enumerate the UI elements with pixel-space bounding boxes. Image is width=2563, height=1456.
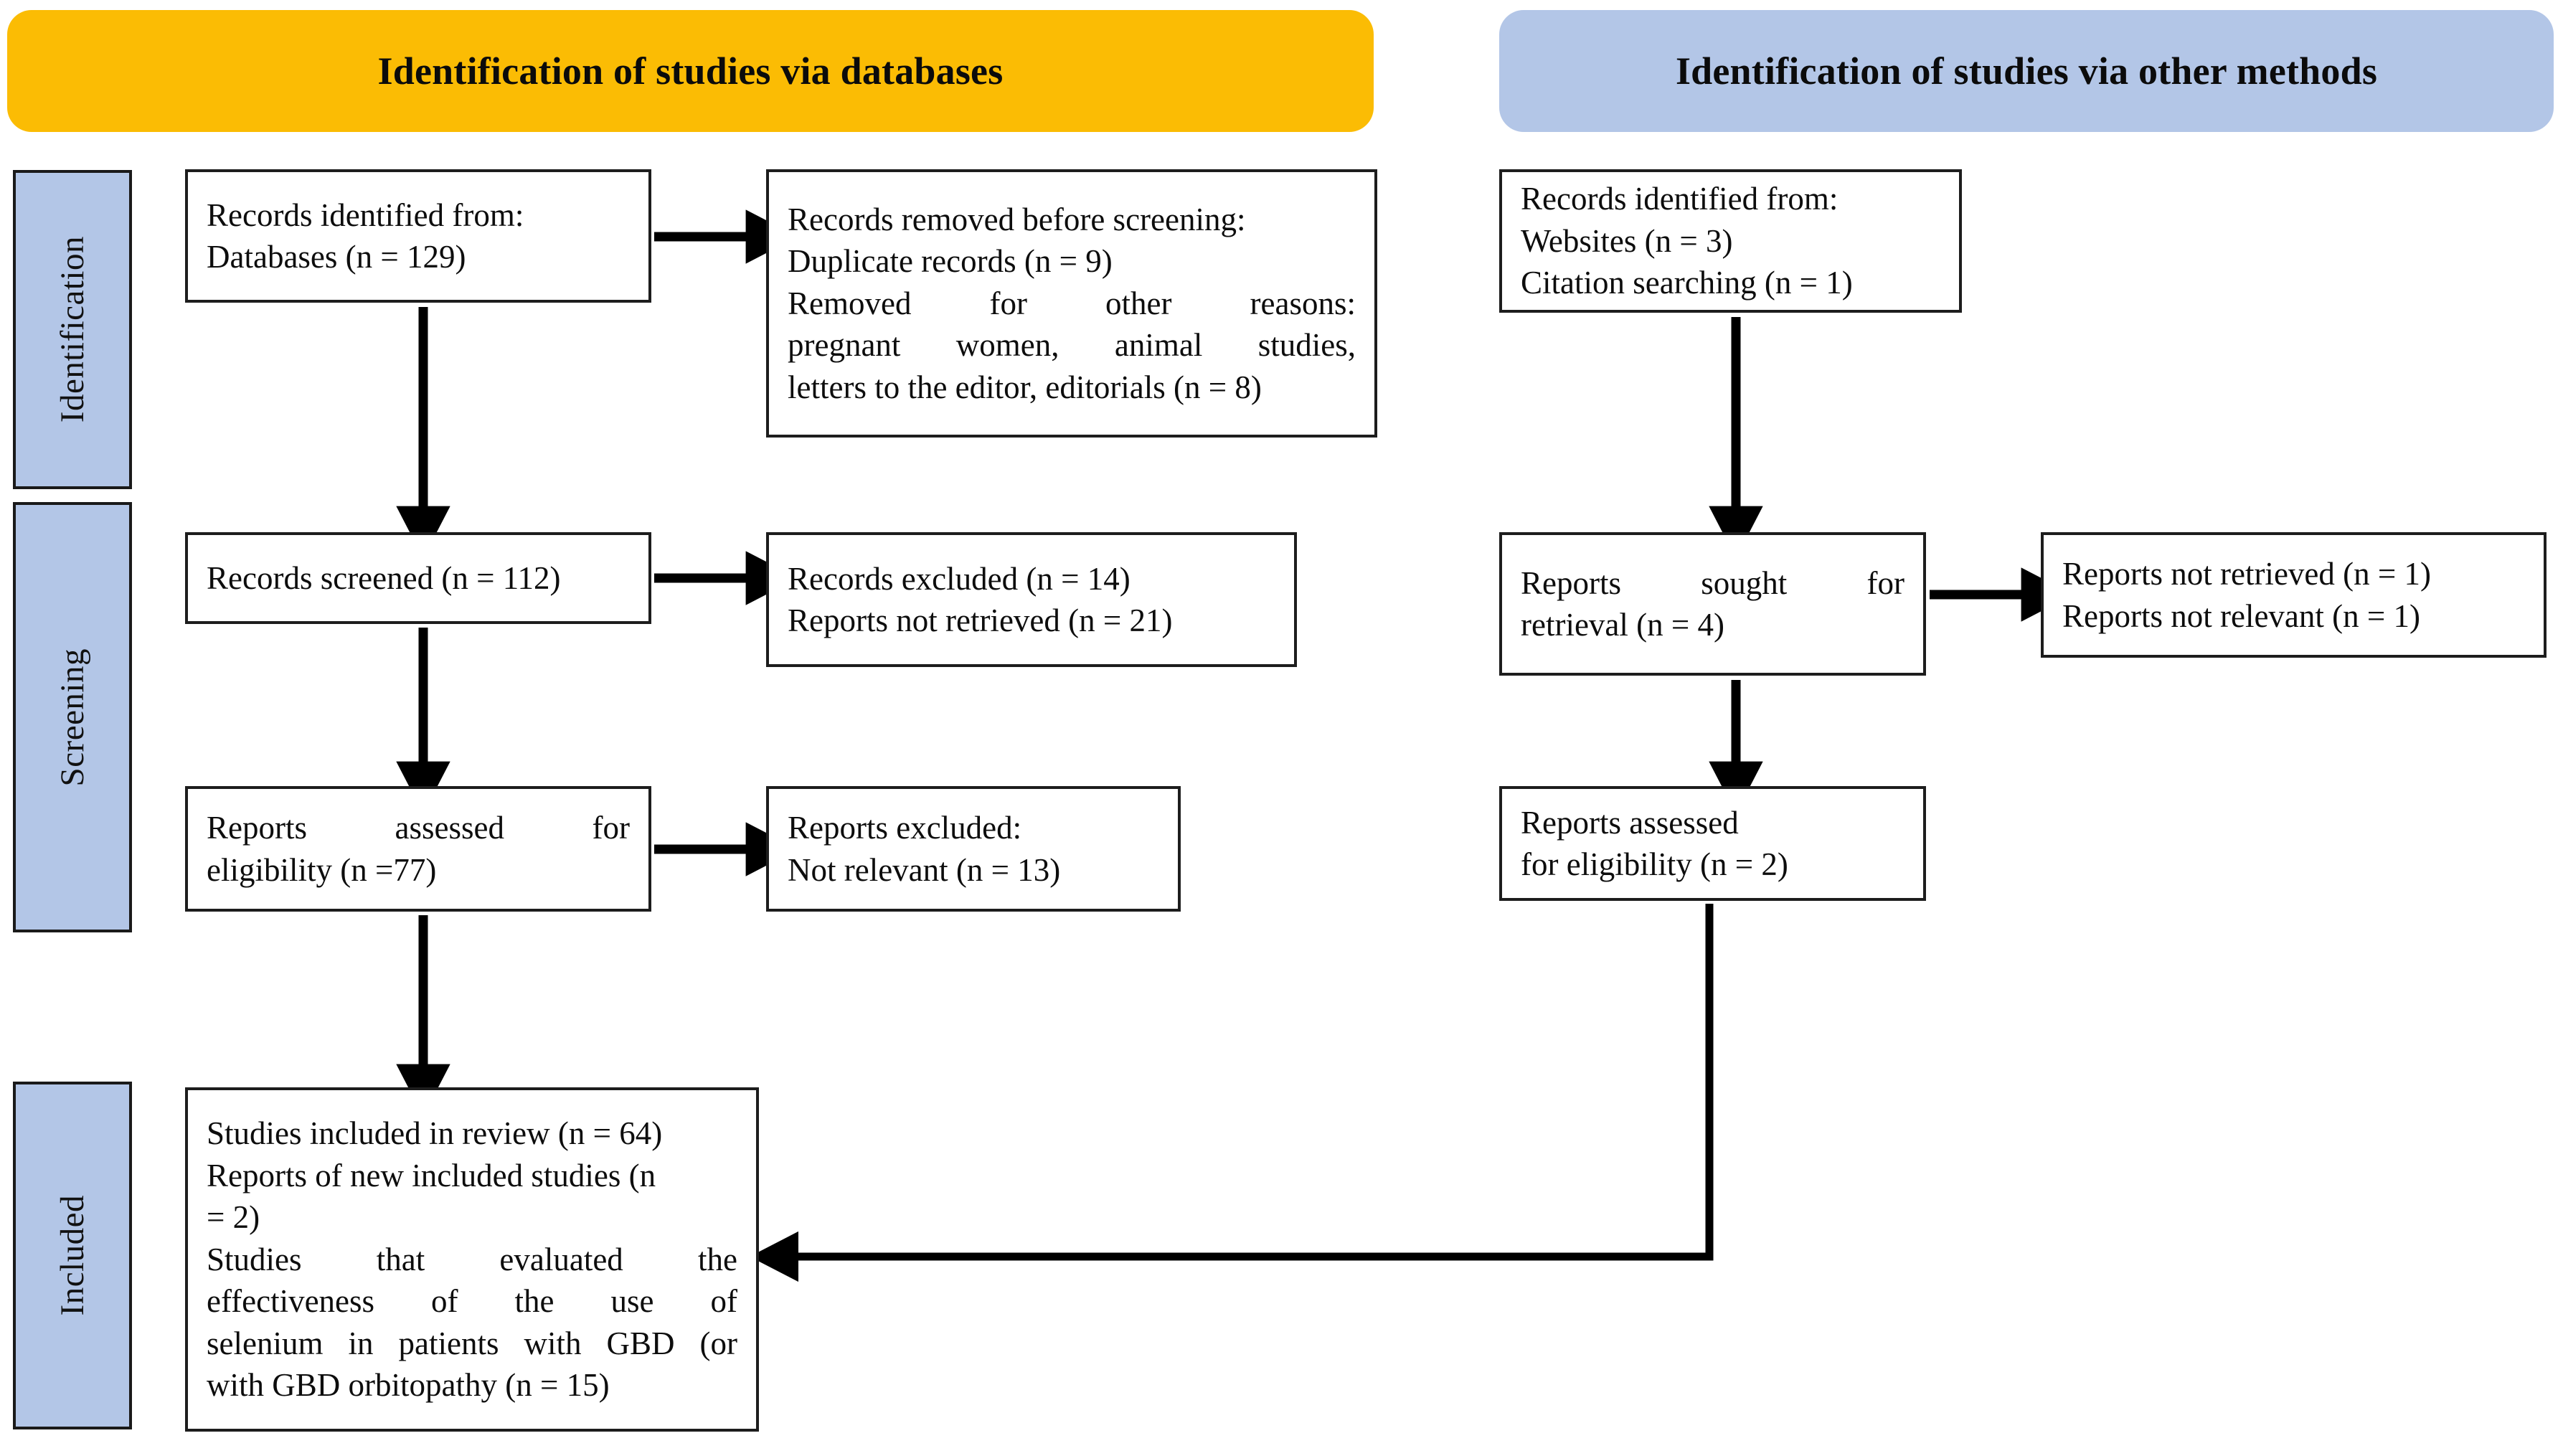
other-identified-line-1: Records identified from: — [1521, 181, 1839, 217]
included-line-4: Studies that evaluated the — [207, 1241, 737, 1277]
reports-sought-line-1: Reports sought for — [1521, 564, 1904, 601]
box-reports-excluded-eligibility: Reports excluded: Not relevant (n = 13) — [766, 786, 1181, 912]
included-line-3: = 2) — [207, 1199, 260, 1236]
records-removed-line-2: Duplicate records (n = 9) — [788, 243, 1113, 280]
reports-assessed-line-2: eligibility (n =77) — [207, 851, 437, 888]
included-line-7: with GBD orbitopathy (n = 15) — [207, 1367, 610, 1404]
box-reports-not-retrieved: Reports not retrieved (n = 1) Reports no… — [2041, 532, 2547, 658]
stage-screening-text: Screening — [54, 648, 91, 787]
other-identified-line-3: Citation searching (n = 1) — [1521, 265, 1853, 301]
stage-label-identification: Identification — [13, 170, 132, 489]
stage-label-screening: Screening — [13, 502, 132, 932]
included-line-1: Studies included in review (n = 64) — [207, 1115, 663, 1152]
records-excluded-line-1: Records excluded (n = 14) — [788, 560, 1131, 597]
box-records-screened: Records screened (n = 112) — [185, 532, 651, 624]
box-other-reports-assessed-eligibility: Reports assessed for eligibility (n = 2) — [1499, 786, 1926, 901]
box-records-removed-before-screening: Records removed before screening: Duplic… — [766, 169, 1377, 438]
box-records-excluded-screening: Records excluded (n = 14) Reports not re… — [766, 532, 1297, 667]
banner-other-methods-label: Identification of studies via other meth… — [1675, 49, 2378, 93]
included-line-2: Reports of new included studies (n — [207, 1157, 656, 1193]
reports-excluded-line-2: Not relevant (n = 13) — [788, 851, 1061, 888]
stage-included-text: Included — [54, 1195, 91, 1316]
reports-assessed-line-1: Reports assessed for — [207, 810, 630, 846]
not-retrieved-line-1: Reports not retrieved (n = 1) — [2062, 556, 2431, 592]
records-screened-line-1: Records screened (n = 112) — [207, 559, 561, 596]
box-reports-assessed-eligibility: Reports assessed for eligibility (n =77) — [185, 786, 651, 912]
records-identified-line-2: Databases (n = 129) — [207, 239, 466, 275]
box-records-identified-other-methods: Records identified from: Websites (n = 3… — [1499, 169, 1962, 313]
stage-identification-text: Identification — [54, 236, 91, 423]
box-records-identified-databases: Records identified from: Databases (n = … — [185, 169, 651, 303]
not-retrieved-line-2: Reports not relevant (n = 1) — [2062, 597, 2420, 634]
box-reports-sought-for-retrieval: Reports sought for retrieval (n = 4) — [1499, 532, 1926, 676]
records-excluded-line-2: Reports not retrieved (n = 21) — [788, 602, 1173, 638]
other-assessed-line-1: Reports assessed — [1521, 804, 1739, 841]
stage-label-included: Included — [13, 1082, 132, 1429]
arrow-other-assessed-to-included — [750, 904, 1714, 1282]
other-assessed-line-2: for eligibility (n = 2) — [1521, 846, 1788, 882]
banner-identification-databases: Identification of studies via databases — [7, 10, 1374, 132]
banner-databases-label: Identification of studies via databases — [377, 49, 1004, 93]
banner-identification-other-methods: Identification of studies via other meth… — [1499, 10, 2554, 132]
records-identified-line-1: Records identified from: — [207, 197, 524, 233]
reports-excluded-line-1: Reports excluded: — [788, 810, 1022, 846]
records-removed-line-3: Removed for other reasons: — [788, 285, 1356, 321]
reports-sought-line-2: retrieval (n = 4) — [1521, 607, 1724, 643]
records-removed-line-4: pregnant women, animal studies, — [788, 327, 1356, 364]
records-removed-line-5: letters to the editor, editorials (n = 8… — [788, 369, 1262, 405]
included-line-6: selenium in patients with GBD (or — [207, 1325, 737, 1361]
included-line-5: effectiveness of the use of — [207, 1283, 737, 1320]
box-studies-included-in-review: Studies included in review (n = 64) Repo… — [185, 1087, 759, 1432]
records-removed-line-1: Records removed before screening: — [788, 201, 1246, 237]
other-identified-line-2: Websites (n = 3) — [1521, 222, 1733, 259]
